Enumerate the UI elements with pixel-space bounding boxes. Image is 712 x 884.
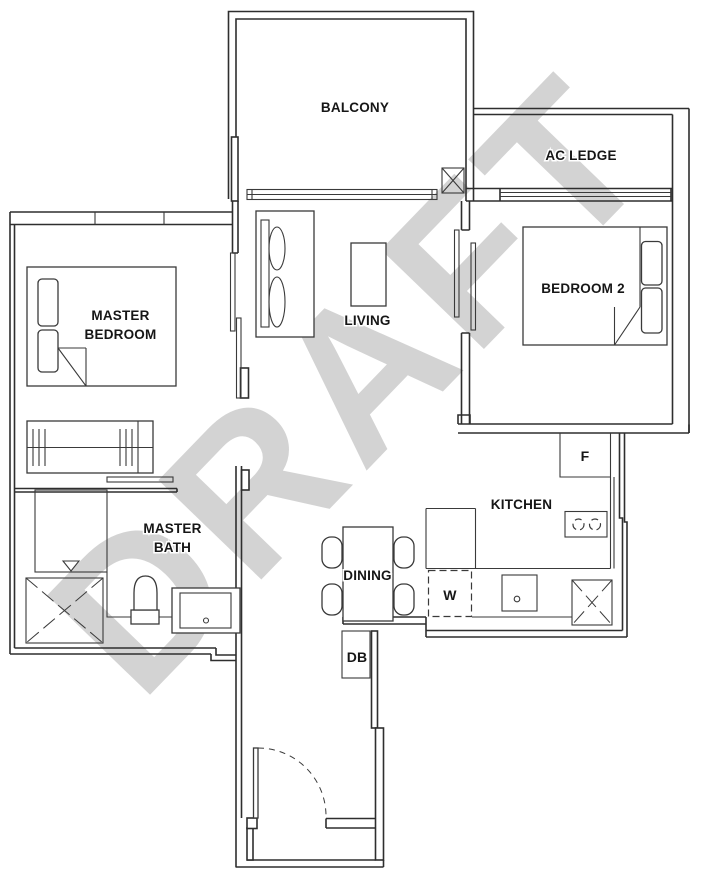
- master-bed: [26, 266, 177, 387]
- chair: [393, 583, 415, 616]
- fridge-label: F: [581, 448, 590, 464]
- bedroom2-label: BEDROOM 2: [541, 281, 625, 296]
- door-swing-arc: [257, 747, 327, 817]
- db-label: DB: [347, 649, 368, 665]
- ac-ledge-label: AC LEDGE: [545, 148, 616, 163]
- door-jamb: [246, 817, 258, 830]
- dining-table: [342, 526, 394, 622]
- vanity-sink: [171, 587, 241, 634]
- toilet: [130, 575, 160, 625]
- master-bedroom-window-ticks: [94, 212, 165, 225]
- master-bedroom-sliding-door: [229, 252, 242, 399]
- washer-label: W: [443, 587, 457, 603]
- door-leaf: [252, 747, 259, 819]
- kitchen-label: KITCHEN: [491, 497, 552, 512]
- coffee-table: [350, 242, 387, 307]
- walls: [9, 10, 690, 868]
- master-bath-label-line1: MASTER: [143, 521, 201, 536]
- living-label: LIVING: [344, 313, 390, 328]
- wall-pier: [230, 136, 239, 202]
- shower: [34, 489, 108, 573]
- faucet: [202, 617, 210, 624]
- chair: [321, 536, 343, 569]
- chair: [321, 583, 343, 616]
- balcony-label: BALCONY: [321, 100, 389, 115]
- chair: [393, 536, 415, 569]
- dining-label: DINING: [343, 568, 391, 583]
- master-bath-label-line2: BATH: [154, 540, 191, 555]
- dining-chairs: [321, 536, 415, 616]
- kitchen-sink: [501, 574, 538, 612]
- master-bedroom-label-line1: MASTER: [91, 308, 149, 323]
- entrance-door: [252, 747, 327, 819]
- kitchen-counter: [425, 433, 615, 618]
- room-labels: BALCONY AC LEDGE MASTER BEDROOM LIVING B…: [83, 99, 626, 667]
- sofa: [255, 210, 315, 338]
- bedroom2-sliding-door: [453, 229, 477, 331]
- wardrobe: [26, 420, 174, 483]
- db-box: [341, 630, 371, 679]
- stove: [564, 510, 608, 538]
- faucet: [513, 595, 521, 603]
- balcony-sliding-door: [246, 188, 438, 201]
- shelf: [106, 476, 174, 483]
- bedroom2-bed: [522, 226, 668, 346]
- balcony-column: [441, 167, 465, 194]
- washer-provision-box: [427, 569, 473, 618]
- kitchen-service-shaft: [571, 579, 613, 626]
- bedroom2-window: [500, 191, 671, 198]
- master-bedroom-label-line2: BEDROOM: [85, 327, 157, 342]
- bath-service-shaft: [25, 577, 104, 644]
